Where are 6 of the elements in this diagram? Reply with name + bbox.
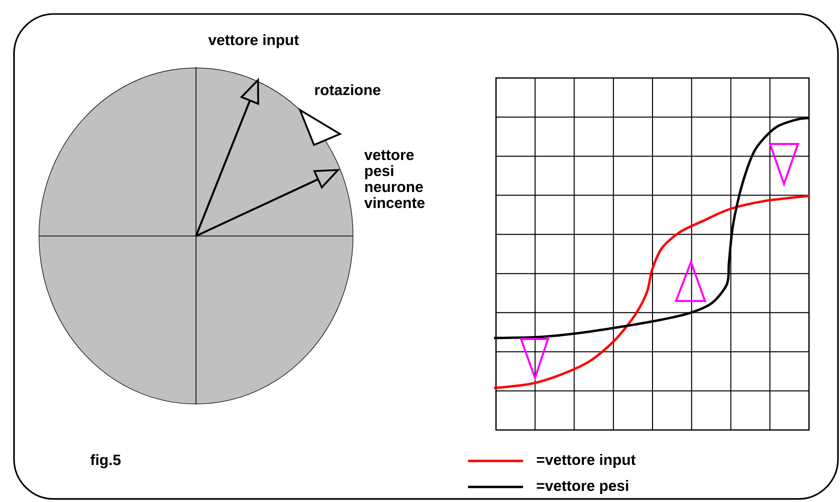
rotation-label: rotazione <box>315 84 380 96</box>
figure-label: fig.5 <box>90 454 121 468</box>
legend-label: =vettore pesi <box>536 480 628 494</box>
legend-label: =vettore input <box>536 454 636 468</box>
vector-label: vettore pesi neurone vincente <box>364 150 425 208</box>
vector-label: vettore input <box>208 34 299 48</box>
